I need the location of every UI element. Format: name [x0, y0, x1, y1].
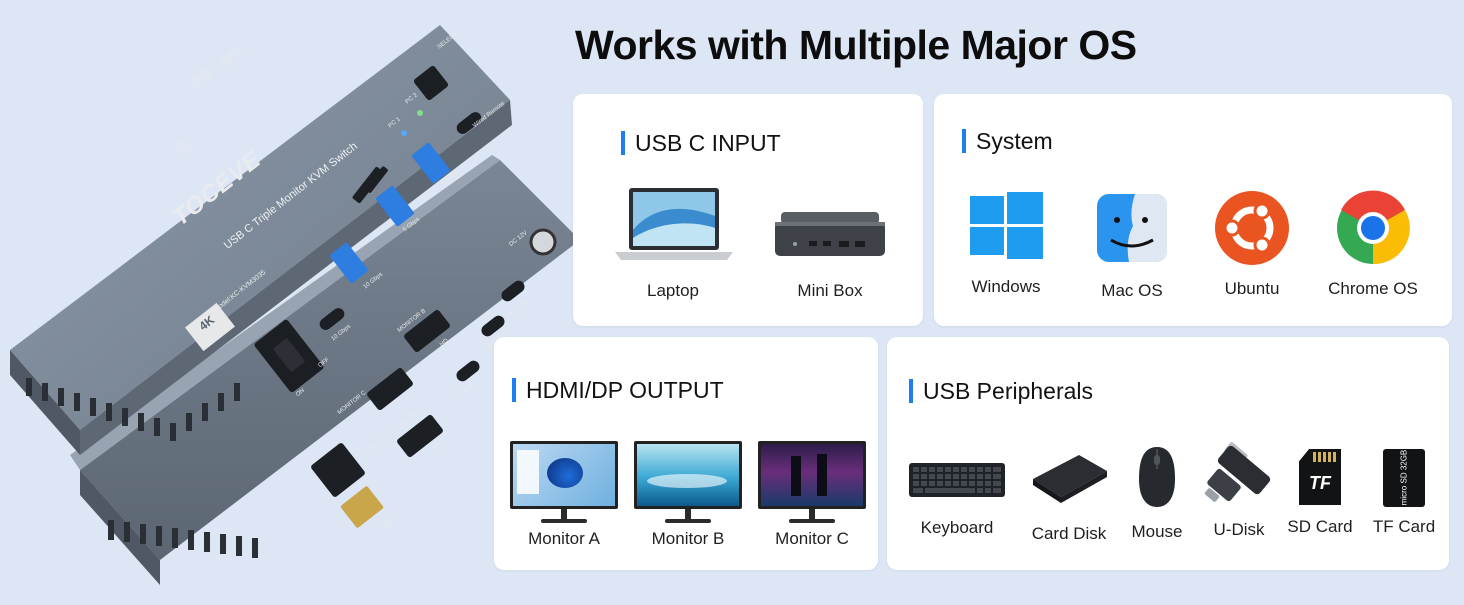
laptop-icon — [615, 188, 733, 260]
windows-icon — [970, 192, 1043, 259]
usb-peripherals-card: USB Peripherals Keyboard Card Disk Mouse — [887, 337, 1449, 570]
mouse-label: Mouse — [1131, 522, 1183, 541]
ubuntu-icon — [1215, 191, 1289, 265]
monitor-icon — [758, 441, 866, 509]
monitor-b-item: Monitor B — [634, 441, 742, 549]
kvm-switch-illustration: TOCEVE USB C Triple Monitor KVM Switch M… — [0, 0, 600, 600]
tf-card-text: micro SD 32GB — [1399, 449, 1409, 506]
mac-os-label: Mac OS — [1101, 281, 1163, 300]
card-disk-label: Card Disk — [1031, 524, 1107, 543]
card-disk-item: Card Disk — [1021, 449, 1117, 544]
mouse-item: Mouse — [1123, 445, 1191, 542]
monitor-icon — [510, 441, 618, 509]
ubuntu-label: Ubuntu — [1224, 279, 1280, 298]
windows-label: Windows — [971, 277, 1041, 296]
tf-card-item: micro SD 32GB TF Card — [1363, 449, 1445, 537]
ubuntu-item: Ubuntu — [1204, 190, 1300, 299]
chrome-os-label: Chrome OS — [1328, 279, 1418, 298]
monitor-c-label: Monitor C — [775, 529, 849, 548]
chrome-os-icon — [1337, 190, 1410, 265]
hdmi-dp-output-card: HDMI/DP OUTPUT Monitor A Monitor B Monit… — [494, 337, 878, 570]
mini-box-icon — [775, 212, 885, 256]
u-disk-icon — [1204, 442, 1271, 502]
page-title: Works with Multiple Major OS — [575, 22, 1137, 68]
system-heading: System — [962, 128, 1053, 155]
u-disk-item: U-Disk — [1201, 441, 1277, 540]
hdmi-dp-output-heading: HDMI/DP OUTPUT — [512, 377, 724, 404]
kvm-switch-drawing — [10, 25, 580, 585]
sd-card-icon: TF — [1299, 449, 1341, 505]
monitor-a-item: Monitor A — [510, 441, 618, 549]
sd-card-item: TF SD Card — [1283, 449, 1357, 537]
usb-c-input-heading: USB C INPUT — [621, 130, 781, 157]
chrome-os-item: Chrome OS — [1322, 190, 1424, 299]
card-disk-icon — [1033, 455, 1107, 503]
windows-item: Windows — [958, 190, 1054, 297]
mini-box-label: Mini Box — [797, 281, 863, 300]
monitor-icon — [634, 441, 742, 509]
mac-os-icon — [1097, 194, 1167, 262]
mac-os-item: Mac OS — [1084, 192, 1180, 301]
tf-card-label: TF Card — [1372, 517, 1436, 536]
mouse-icon — [1139, 447, 1175, 507]
sd-card-text: TF — [1309, 473, 1331, 493]
sd-card-label: SD Card — [1287, 517, 1353, 536]
upper-unit — [10, 25, 512, 455]
monitor-c-item: Monitor C — [758, 441, 866, 549]
keyboard-item: Keyboard — [903, 457, 1011, 538]
laptop-label: Laptop — [647, 281, 699, 300]
usb-c-input-card: USB C INPUT Laptop Mini Box — [573, 94, 923, 326]
system-card: System Windows Mac OS Ubuntu — [934, 94, 1452, 326]
monitor-a-label: Monitor A — [528, 529, 600, 548]
lower-unit — [70, 155, 580, 585]
mini-box-item: Mini Box — [769, 186, 891, 301]
keyboard-label: Keyboard — [920, 518, 994, 537]
usb-peripherals-heading: USB Peripherals — [909, 378, 1093, 405]
tf-card-icon: micro SD 32GB — [1383, 449, 1425, 507]
keyboard-icon — [909, 463, 1005, 497]
u-disk-label: U-Disk — [1213, 520, 1265, 539]
laptop-item: Laptop — [613, 186, 733, 301]
monitor-b-label: Monitor B — [651, 529, 725, 548]
